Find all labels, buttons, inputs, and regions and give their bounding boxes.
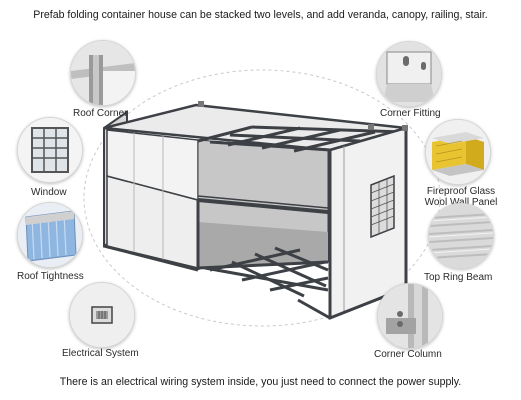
electrical-panel-icon bbox=[70, 283, 134, 347]
house-window bbox=[370, 174, 395, 239]
fireproof-panel-label-line1: Fireproof Glass bbox=[426, 186, 496, 197]
corner-fitting-thumbnail bbox=[376, 41, 442, 107]
glass-wool-panel-icon bbox=[426, 120, 490, 184]
top-caption: Prefab folding container house can be st… bbox=[33, 9, 488, 21]
top-ring-beam-label: Top Ring Beam bbox=[424, 272, 493, 283]
roof-tightness-label: Roof Tightness bbox=[17, 271, 84, 282]
corner-fitting-label: Corner Fitting bbox=[380, 108, 441, 119]
corner-column-thumbnail bbox=[377, 283, 443, 349]
dashed-orbit bbox=[83, 69, 441, 327]
fireproof-panel-thumbnail bbox=[425, 119, 491, 185]
corner-column-label: Corner Column bbox=[374, 349, 442, 360]
roof-corner-thumbnail bbox=[70, 40, 136, 106]
window-thumbnail bbox=[17, 117, 83, 183]
mid-beam bbox=[197, 198, 329, 214]
electrical-system-thumbnail bbox=[69, 282, 135, 348]
roof-corner-icon bbox=[71, 41, 135, 105]
roof-corner-label: Roof Corner bbox=[73, 108, 128, 119]
electrical-system-label: Electrical System bbox=[62, 348, 139, 359]
top-ring-beam-thumbnail bbox=[428, 203, 494, 269]
fireproof-panel-label-line2: Wool Wall Panel bbox=[424, 197, 498, 208]
bottom-caption: There is an electrical wiring system ins… bbox=[59, 376, 462, 388]
roof-tightness-thumbnail bbox=[17, 202, 83, 268]
roof-frame bbox=[197, 125, 405, 153]
floor-frame bbox=[197, 246, 329, 298]
fireproof-panel-label: Fireproof Glass Wool Wall Panel bbox=[419, 186, 503, 208]
corner-column-icon bbox=[378, 284, 442, 348]
house-corner-fitting bbox=[198, 101, 204, 107]
window-icon bbox=[18, 118, 82, 182]
window-label: Window bbox=[31, 187, 67, 198]
panel-seams bbox=[133, 133, 164, 260]
ring-beam-icon bbox=[429, 204, 493, 268]
corner-fitting-icon bbox=[377, 42, 441, 106]
roof-tightness-icon bbox=[18, 203, 82, 267]
